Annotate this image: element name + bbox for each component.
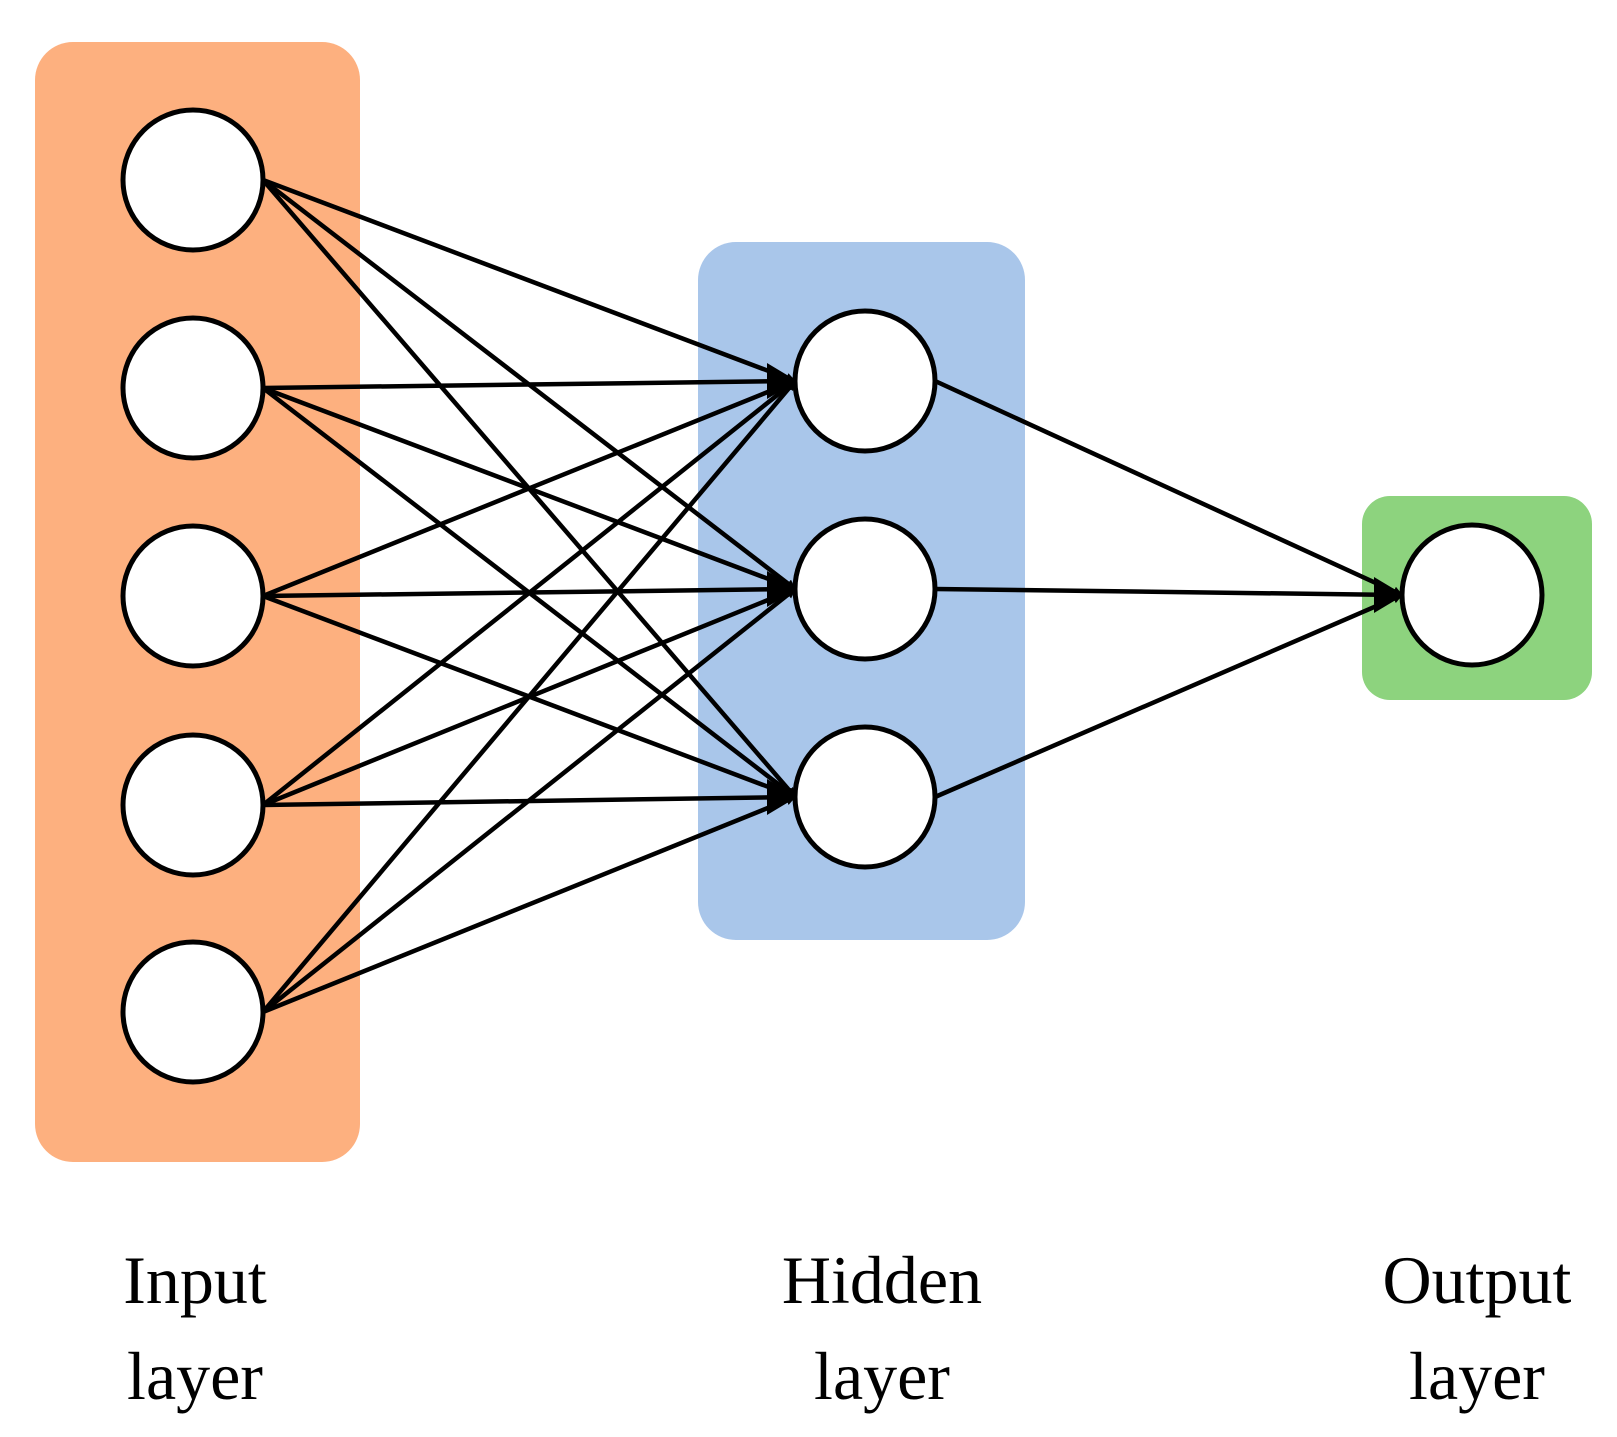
input-neuron-2 [120,315,266,461]
input-layer-label-line1: Input [123,1242,267,1318]
hidden-neuron-3 [792,724,938,870]
connection-edges [261,177,1404,1015]
input-neuron-4 [120,732,266,878]
edge-input-3-to-hidden-1 [262,378,796,599]
input-neuron-1 [120,107,266,253]
edge-hidden-3-to-output-1 [934,592,1403,800]
neurons [120,107,1545,1085]
hidden-neuron-2 [792,516,938,662]
input-layer-label-line2: layer [127,1338,263,1414]
edge-hidden-1-to-output-1 [934,378,1403,598]
input-layer-label: Input layer [15,1232,375,1424]
edge-input-2-to-hidden-1 [262,376,796,391]
hidden-neuron-1 [792,308,938,454]
hidden-layer-label-line1: Hidden [781,1242,983,1318]
input-neuron-3 [120,523,266,669]
arrowhead-hidden-2 [767,571,797,607]
edge-input-5-to-hidden-1 [261,379,797,1014]
edge-input-1-to-hidden-1 [262,177,796,384]
edge-input-5-to-hidden-2 [261,587,797,1014]
arrowhead-hidden-3 [767,779,797,815]
output-layer-label: Output layer [1297,1232,1617,1424]
edge-input-5-to-hidden-3 [262,794,796,1015]
output-neuron-1 [1399,522,1545,668]
hidden-layer-label: Hidden layer [702,1232,1062,1424]
input-neuron-5 [120,939,266,1085]
edge-hidden-2-to-output-1 [934,586,1403,600]
output-layer-label-line1: Output [1382,1242,1572,1318]
arrowhead-output-1 [1374,577,1404,613]
hidden-layer-label-line2: layer [814,1338,950,1414]
edge-input-4-to-hidden-1 [261,379,797,807]
arrowhead-hidden-1 [767,363,797,399]
output-layer-label-line2: layer [1409,1338,1545,1414]
